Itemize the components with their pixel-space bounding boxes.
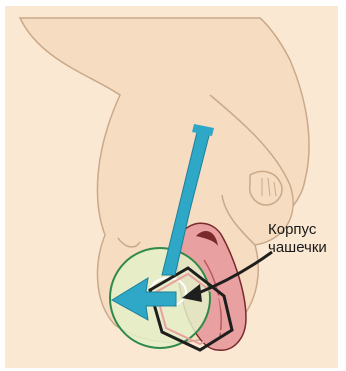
cup-body-label: Корпус чашечки xyxy=(268,221,327,257)
cup-body-label-line1: Корпус xyxy=(268,221,327,239)
cup-body-label-line2: чашечки xyxy=(268,239,327,257)
